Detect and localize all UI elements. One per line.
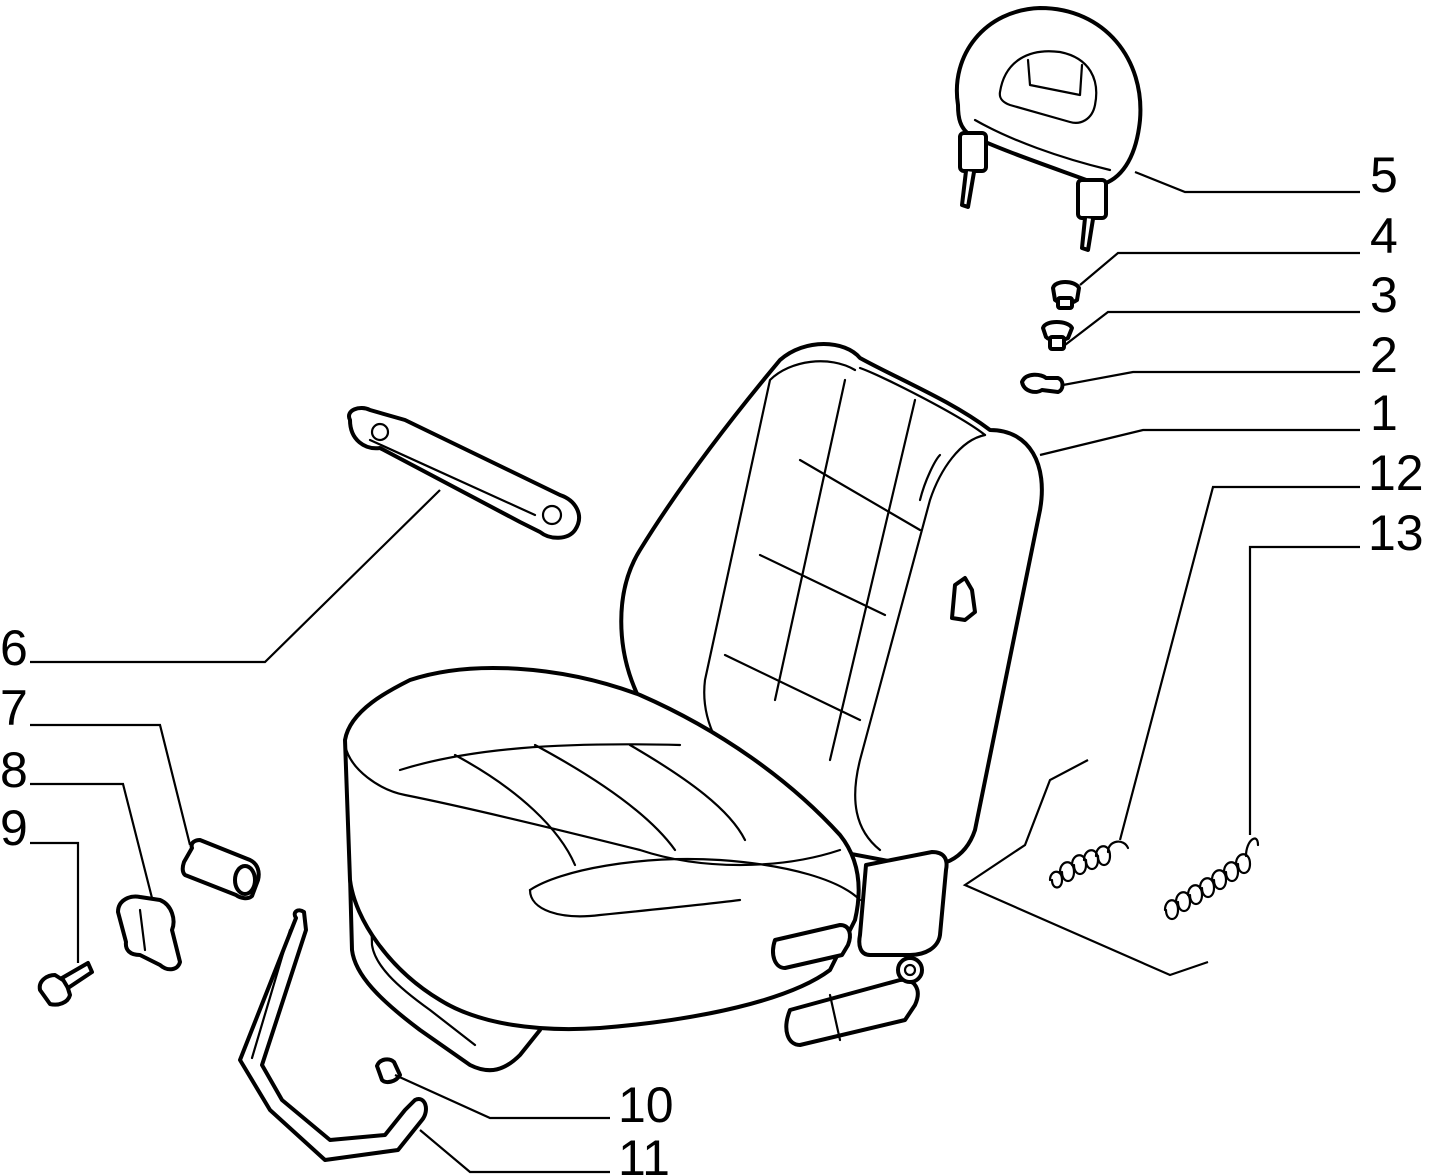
callout-3: 3 <box>1370 267 1398 323</box>
callout-10: 10 <box>618 1077 674 1133</box>
callout-2: 2 <box>1370 327 1398 383</box>
callout-11: 11 <box>618 1130 670 1175</box>
coil-spring-short <box>1048 840 1130 889</box>
bush <box>180 838 261 901</box>
headrest-guide-ring <box>1041 320 1074 351</box>
leader-lines <box>30 170 1360 1174</box>
callout-7: 7 <box>0 680 28 736</box>
callout-1: 1 <box>1370 385 1398 441</box>
coil-spring-long <box>1163 837 1260 921</box>
callout-labels: 5 4 3 2 1 12 13 6 7 8 9 10 11 <box>0 147 1424 1175</box>
retaining-clip <box>1020 372 1065 394</box>
mounting-clip <box>116 894 182 972</box>
seat-assembly <box>343 342 1044 1073</box>
callout-9: 9 <box>0 800 28 856</box>
release-rod <box>238 908 428 1162</box>
small-bush <box>375 1057 402 1085</box>
reinforcement-bracket <box>347 406 581 540</box>
callout-5: 5 <box>1370 147 1398 203</box>
callout-4: 4 <box>1370 208 1398 264</box>
callout-13: 13 <box>1368 505 1424 561</box>
callout-6: 6 <box>0 620 28 676</box>
headrest <box>954 6 1143 252</box>
hex-bolt <box>37 961 94 1007</box>
headrest-guide-bush <box>1051 280 1081 310</box>
callout-12: 12 <box>1368 445 1424 501</box>
callout-8: 8 <box>0 742 28 798</box>
